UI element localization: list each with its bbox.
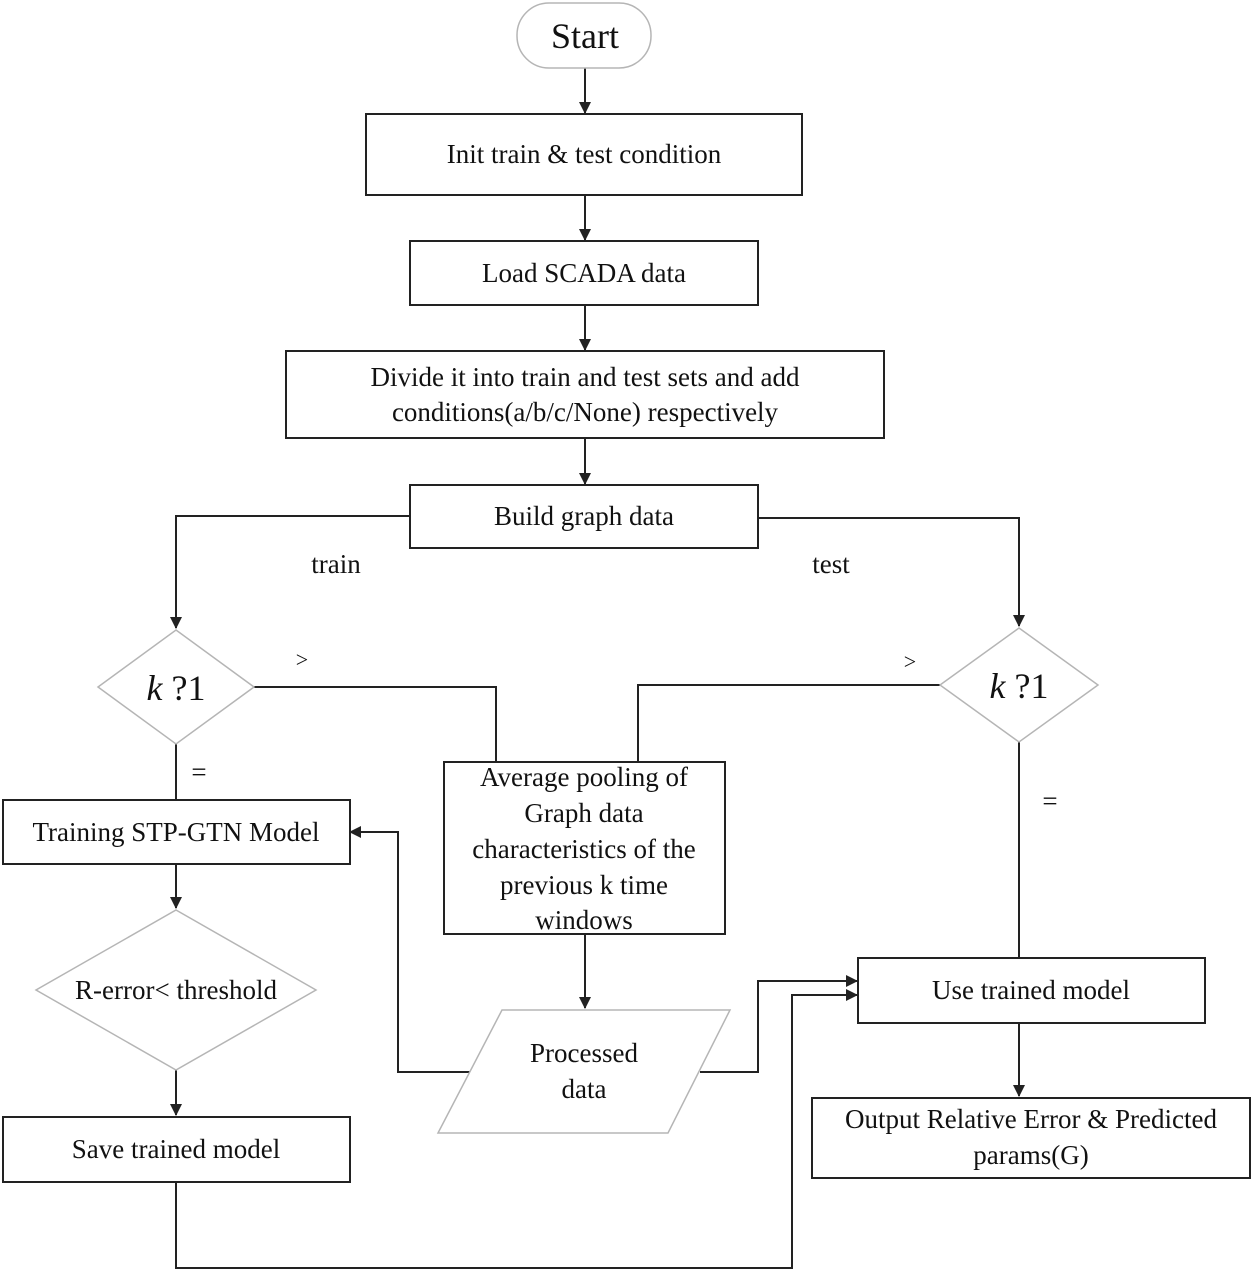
rerror-node: R-error< threshold <box>34 909 318 1071</box>
gt-left-label: > <box>296 647 308 672</box>
divide-box <box>285 350 885 439</box>
average-label-line2: Graph data <box>524 798 643 828</box>
average-label-line5: windows <box>535 905 633 935</box>
average-node: Average pooling of Graph data characteri… <box>443 761 726 935</box>
average-label-line4: previous k time <box>500 870 668 900</box>
build-box <box>409 484 759 549</box>
save-box <box>2 1116 351 1183</box>
save-node: Save trained model <box>2 1116 351 1183</box>
processed-label-line1: Processed <box>530 1038 638 1068</box>
edge-processed-training <box>349 826 471 1073</box>
processed-parallelogram <box>436 1009 732 1134</box>
right-decision-label: k ?1 <box>990 666 1049 706</box>
processed-label-line2: data <box>562 1074 607 1104</box>
training-node: Training STP-GTN Model <box>2 799 351 865</box>
edge-build-left-decision <box>170 515 410 629</box>
test-label: test <box>812 549 850 579</box>
left-decision-label: k ?1 <box>147 668 206 708</box>
training-label: Training STP-GTN Model <box>32 817 319 847</box>
build-label: Build graph data <box>494 501 674 531</box>
eq-right-label: = <box>1042 786 1057 816</box>
start-terminal <box>516 2 652 69</box>
divide-label-line1: Divide it into train and test sets and a… <box>371 362 800 392</box>
init-label: Init train & test condition <box>447 139 722 169</box>
average-box <box>443 761 726 935</box>
load-box <box>409 240 759 306</box>
left-decision-var: k <box>147 668 164 708</box>
edge-left-decision-average <box>254 686 497 762</box>
training-box <box>2 799 351 865</box>
edge-save-use-model <box>175 989 858 1269</box>
left-decision-rest: ?1 <box>163 668 206 708</box>
edge-build-right-decision <box>758 517 1025 627</box>
output-label-line2: params(G) <box>973 1140 1088 1170</box>
right-decision-diamond <box>938 627 1100 743</box>
load-label: Load SCADA data <box>482 258 686 288</box>
start-node: Start <box>516 2 652 69</box>
average-label-line3: characteristics of the <box>472 834 695 864</box>
build-node: Build graph data <box>409 484 759 549</box>
right-decision-var: k <box>990 666 1007 706</box>
gt-right-label: > <box>904 649 916 674</box>
edge-processed-use-model <box>700 975 858 1073</box>
save-label: Save trained model <box>72 1134 280 1164</box>
left-decision-node: k ?1 <box>96 629 256 745</box>
train-label: train <box>311 549 361 579</box>
use-model-box <box>857 957 1206 1024</box>
rerror-label: R-error< threshold <box>75 975 277 1005</box>
start-label: Start <box>551 16 619 56</box>
output-label-line1: Output Relative Error & Predicted <box>845 1104 1217 1134</box>
average-label-line1: Average pooling of <box>480 762 688 792</box>
right-decision-rest: ?1 <box>1006 666 1049 706</box>
output-box <box>811 1097 1251 1179</box>
right-decision-node: k ?1 <box>938 627 1100 743</box>
rerror-diamond <box>34 909 318 1071</box>
init-box <box>365 113 803 196</box>
output-node: Output Relative Error & Predicted params… <box>811 1097 1251 1179</box>
edges <box>170 68 1025 1269</box>
divide-node: Divide it into train and test sets and a… <box>285 350 885 439</box>
processed-node: Processed data <box>436 1009 732 1134</box>
eq-left-label: = <box>191 757 206 787</box>
edge-right-decision-average <box>637 684 940 762</box>
use-model-label: Use trained model <box>932 975 1130 1005</box>
left-decision-diamond <box>96 629 256 745</box>
divide-label-line2: conditions(a/b/c/None) respectively <box>392 397 779 427</box>
edge-labels: train test > > = = <box>191 549 1057 816</box>
init-node: Init train & test condition <box>365 113 803 196</box>
load-node: Load SCADA data <box>409 240 759 306</box>
use-model-node: Use trained model <box>857 957 1206 1024</box>
